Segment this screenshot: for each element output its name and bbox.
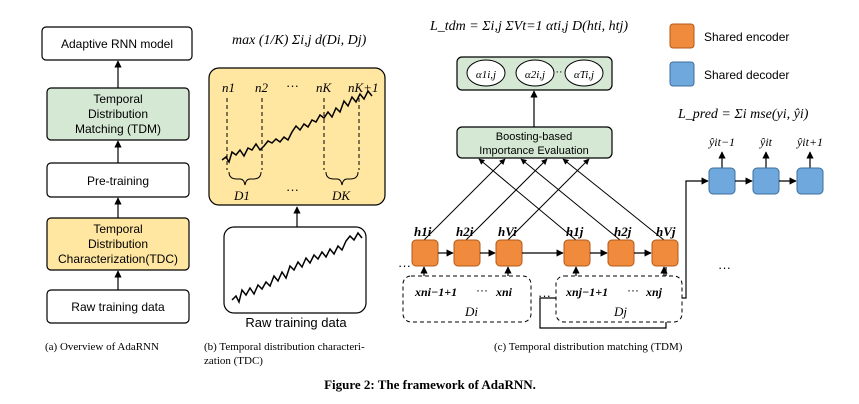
h-label-2j: h2j (614, 224, 632, 239)
caption-a: (a) Overview of AdaRNN (45, 341, 159, 353)
d-label-1: D1 (233, 188, 250, 203)
alpha-label-2: α2i,j (525, 69, 545, 81)
h-label-vj: hVj (656, 224, 676, 239)
loss-tdm: L_tdm = Σi,j ΣVt=1 αti,j D(hti, htj) (429, 19, 628, 34)
caption-b-2: zation (TDC) (204, 355, 263, 367)
d-label-k: DK (331, 188, 351, 203)
enc-left-dots: ··· (398, 258, 411, 273)
alpha-dots: ·· (555, 66, 562, 78)
loss-pred: L_pred = Σi mse(yi, ŷi) (677, 107, 809, 122)
box-tdc-label-2: Distribution (88, 237, 148, 251)
x-label-j-start: xnj−1+1 (565, 285, 608, 299)
decoder-block-1 (708, 167, 736, 195)
y-label-2: ŷit (759, 135, 773, 149)
n-label-k: nK (316, 80, 333, 95)
box-tdm-label-2: Distribution (88, 107, 148, 121)
legend-decoder-label: Shared decoder (704, 68, 789, 82)
h-label-1i: h1i (414, 224, 432, 239)
domain-box-j (555, 275, 683, 323)
box-adaptive-rnn (41, 26, 193, 61)
x-label-i-dots: ··· (476, 283, 488, 297)
n-label-1: n1 (222, 80, 235, 95)
boosting-label-1: Boosting-based (496, 131, 572, 143)
encoder-block-vi (495, 239, 523, 267)
h-label-2i: h2i (456, 224, 474, 239)
encoder-block-2j (607, 239, 635, 267)
n-label-dots: ··· (286, 78, 299, 93)
legend-encoder-label: Shared encoder (704, 30, 789, 44)
brace-dk (325, 171, 359, 186)
raw-series-line (231, 231, 363, 305)
alpha-label-1: α1i,j (476, 69, 496, 81)
domain-box-i (402, 275, 532, 323)
x-label-i-end: xni (495, 285, 513, 299)
arrow-enc-to-dec (539, 177, 709, 329)
raw-data-caption: Raw training data (245, 315, 347, 330)
panel-c: L_tdm = Σi,j ΣVt=1 αti,j D(hti, htj) α1i… (398, 19, 824, 353)
between-dots: ··· (538, 288, 551, 303)
h-label-vi: hVi (498, 224, 517, 239)
x-label-j-end: xnj (645, 285, 663, 299)
panel-a: Adaptive RNN model Temporal Distribution… (41, 26, 193, 353)
x-label-j-dots: ··· (627, 283, 639, 297)
encoder-block-1j (563, 239, 591, 267)
tdc-series-line (221, 89, 373, 164)
box-tdc-label-3: Characterization(TDC) (58, 252, 178, 266)
encoder-block-2i (453, 239, 481, 267)
alpha-node-2 (515, 59, 555, 87)
encoder-block-vj (651, 239, 679, 267)
n-label-k1: nK+1 (348, 80, 378, 95)
panel-b: max (1/K) Σi,j d(Di, Dj) n1 n2 ··· nK nK… (204, 33, 386, 367)
alpha-node-1 (466, 59, 506, 87)
box-tdm-label-3: Matching (TDM) (75, 122, 161, 136)
legend-encoder-swatch (669, 23, 695, 49)
caption-b-1: (b) Temporal distribution characteri- (204, 341, 365, 353)
box-raw-data-label: Raw training data (71, 300, 165, 314)
box-pretraining-label: Pre-training (87, 174, 149, 188)
tdc-formula: max (1/K) Σi,j d(Di, Dj) (232, 33, 367, 48)
box-tdm-label-1: Temporal (93, 92, 142, 106)
boosting-label-2: Importance Evaluation (479, 145, 588, 157)
n-label-2: n2 (255, 80, 269, 95)
figure-caption: Figure 2: The framework of AdaRNN. (324, 377, 536, 392)
boosting-box (456, 126, 613, 159)
caption-c: (c) Temporal distribution matching (TDM) (494, 341, 683, 353)
box-adaptive-rnn-label: Adaptive RNN model (61, 37, 173, 51)
raw-data-panel (223, 226, 367, 314)
brace-d1 (228, 171, 262, 186)
cross-connections (423, 158, 665, 241)
h-label-1j: h1j (566, 224, 584, 239)
right-dots: ··· (718, 260, 731, 275)
encoder-block-1i (411, 239, 439, 267)
tdc-yellow-panel (208, 67, 386, 206)
decoder-block-3 (796, 167, 824, 195)
legend-decoder-swatch (669, 61, 695, 87)
box-tdc-label-1: Temporal (93, 222, 142, 236)
d-j-label: Dj (613, 304, 627, 319)
alpha-node-t (564, 59, 604, 87)
y-label-1: ŷit−1 (708, 135, 735, 149)
y-label-3: ŷit+1 (796, 135, 823, 149)
alpha-label-t: αTi,j (574, 69, 594, 81)
x-label-i-start: xni−1+1 (414, 285, 457, 299)
d-label-dots: ··· (286, 182, 299, 197)
decoder-block-2 (752, 167, 780, 195)
d-i-label: Di (464, 304, 478, 319)
